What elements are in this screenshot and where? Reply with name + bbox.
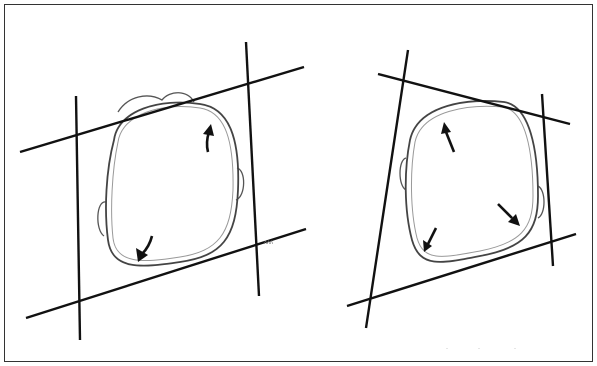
figure-border [5, 5, 593, 362]
left-top-line [20, 67, 304, 152]
right-faint-mark-1: · [446, 346, 448, 352]
right-panel: · · · [347, 50, 576, 352]
left-head-inner-outline [112, 106, 233, 260]
left-left-line [76, 96, 80, 340]
left-corner-mark: ʌʌʌ [264, 240, 273, 246]
left-arrow-up-icon [203, 124, 214, 152]
right-arrow-down-right-icon [498, 204, 520, 226]
right-bottom-line [347, 234, 576, 306]
left-ear-left [98, 202, 106, 236]
right-faint-mark-2: · [478, 346, 480, 352]
left-arrow-down-left-icon [136, 236, 152, 262]
left-head-outline [106, 103, 238, 266]
right-faint-mark-3: · [514, 346, 516, 352]
right-head-outline [406, 101, 538, 262]
right-ear-right [538, 186, 544, 218]
right-arrow-up-left-icon [441, 122, 454, 152]
right-head-inner-outline [411, 106, 533, 256]
left-panel: ʌʌʌ [20, 42, 306, 340]
right-left-line [366, 50, 408, 328]
right-arrow-down-left-icon [423, 228, 436, 252]
